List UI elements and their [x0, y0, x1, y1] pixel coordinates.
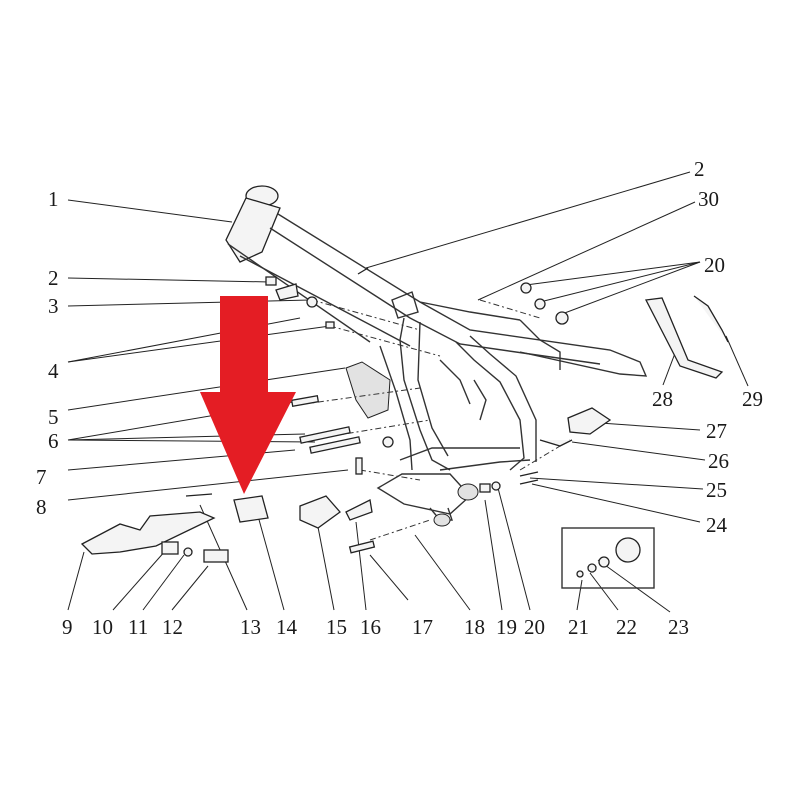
callout-9: 9 — [62, 615, 73, 639]
callout-29: 29 — [742, 387, 763, 411]
callout-20: 20 — [524, 615, 545, 639]
callout-6: 6 — [48, 429, 59, 453]
callout-22: 22 — [616, 615, 637, 639]
callout-25: 25 — [706, 478, 727, 502]
callout-13: 13 — [240, 615, 261, 639]
assembly-lines — [303, 299, 571, 541]
callout-labels: 1 2 30 20 2 3 4 5 6 7 8 28 29 27 26 25 2… — [36, 157, 763, 639]
callout-4: 4 — [48, 359, 59, 383]
callout-14: 14 — [276, 615, 298, 639]
callout-3: 3 — [48, 294, 59, 318]
callout-30: 30 — [698, 187, 719, 211]
inset-box — [561, 527, 655, 589]
callout-28: 28 — [652, 387, 673, 411]
callout-8: 8 — [36, 495, 47, 519]
callout-12: 12 — [162, 615, 183, 639]
callout-16: 16 — [360, 615, 381, 639]
callout-11: 11 — [128, 615, 148, 639]
callout-20: 20 — [704, 253, 725, 277]
callout-26: 26 — [708, 449, 729, 473]
callout-18: 18 — [464, 615, 485, 639]
callout-15: 15 — [326, 615, 347, 639]
callout-23: 23 — [668, 615, 689, 639]
fasteners — [185, 267, 569, 554]
callout-2: 2 — [48, 266, 59, 290]
callout-5: 5 — [48, 405, 59, 429]
callout-17: 17 — [412, 615, 433, 639]
motorcycle-frame — [225, 185, 648, 527]
callout-2: 2 — [694, 157, 705, 181]
footpegs-and-pedal — [80, 295, 729, 563]
callout-1: 1 — [48, 187, 59, 211]
callout-21: 21 — [568, 615, 589, 639]
down-arrow-icon — [200, 296, 296, 494]
callout-7: 7 — [36, 465, 47, 489]
callout-24: 24 — [706, 513, 728, 537]
callout-19: 19 — [496, 615, 517, 639]
callout-27: 27 — [706, 419, 727, 443]
leader-lines — [67, 171, 749, 613]
callout-10: 10 — [92, 615, 113, 639]
